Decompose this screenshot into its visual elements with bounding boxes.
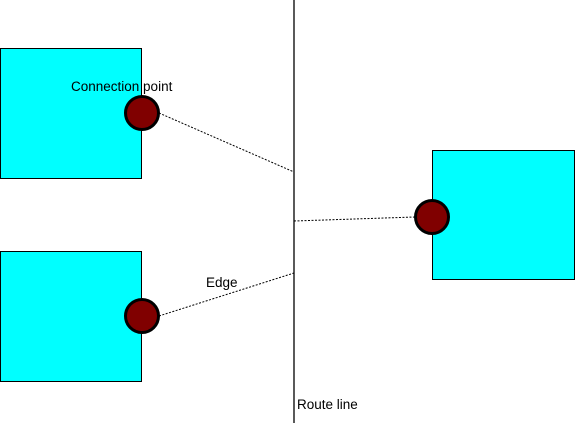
connection-point-bottom-left[interactable]: [124, 298, 160, 334]
node-bottom-left[interactable]: [0, 251, 142, 382]
edge-top-left[interactable]: [158, 112, 295, 173]
connection-point-right[interactable]: [414, 199, 450, 235]
edge-right[interactable]: [293, 216, 416, 222]
edge-label: Edge: [206, 275, 238, 290]
node-top-left[interactable]: [0, 48, 142, 179]
connection-point-label: Connection point: [71, 79, 173, 94]
edge-bottom-left[interactable]: [158, 272, 295, 317]
connection-point-top-left[interactable]: [124, 95, 160, 131]
route-line-label: Route line: [297, 397, 358, 412]
node-right[interactable]: [432, 150, 575, 280]
